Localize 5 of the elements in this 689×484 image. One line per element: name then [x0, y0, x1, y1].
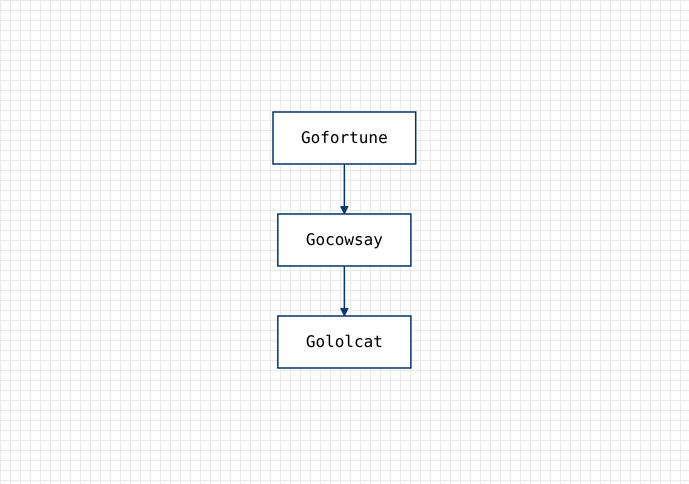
node-box: Gofortune [272, 111, 417, 165]
arrow [340, 164, 349, 214]
arrow [340, 266, 349, 316]
node-box: Gocowsay [277, 213, 412, 267]
node-box: Gololcat [277, 315, 412, 369]
